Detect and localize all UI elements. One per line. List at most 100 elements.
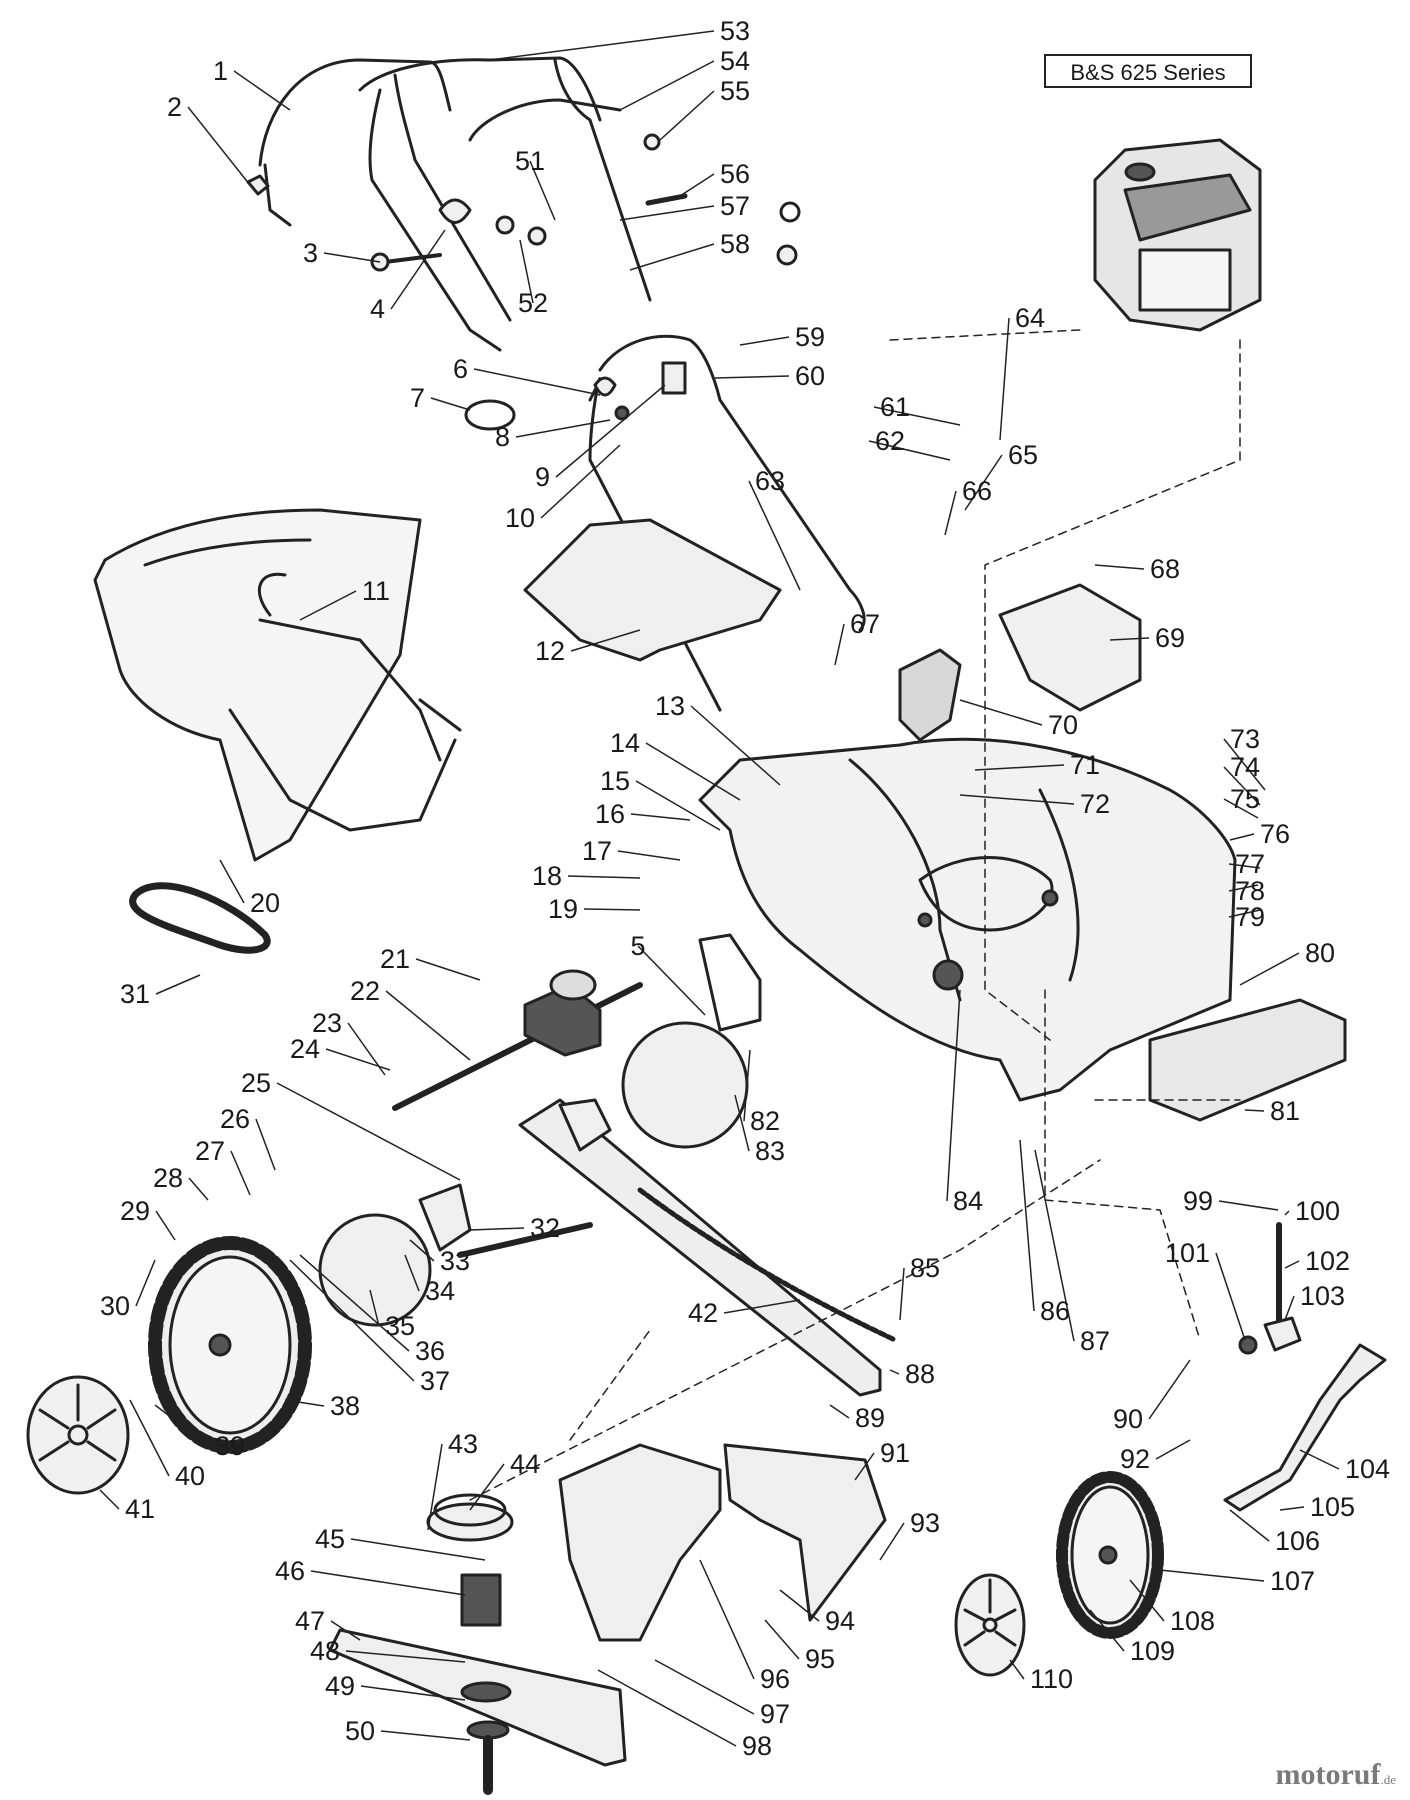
watermark-tld: .de	[1380, 1772, 1396, 1787]
part-number-87: 87	[1080, 1326, 1110, 1356]
part-number-98: 98	[742, 1731, 772, 1761]
part-number-7: 7	[410, 383, 425, 413]
part-number-1: 1	[213, 56, 228, 86]
v-belt	[129, 882, 271, 954]
leader-line-77	[1228, 863, 1261, 869]
leader-line-4	[390, 229, 446, 310]
rear-wheel	[148, 1236, 312, 1454]
leader-line-16	[630, 813, 691, 821]
leader-line-19	[583, 908, 641, 911]
leader-line-63	[748, 480, 801, 591]
leader-line-13	[690, 705, 781, 786]
leader-line-92	[1155, 1439, 1191, 1460]
nut-58	[776, 244, 798, 266]
leader-line-39	[154, 1404, 210, 1447]
gearbox	[392, 969, 643, 1258]
leader-line-55	[659, 90, 715, 141]
leader-line-36	[299, 1254, 410, 1352]
part-number-25: 25	[241, 1068, 271, 1098]
blade-assembly	[328, 1493, 627, 1795]
leader-line-79	[1228, 909, 1261, 918]
watermark-brand: motoruf	[1275, 1758, 1381, 1791]
leader-line-43	[427, 1443, 443, 1531]
washer-55	[643, 133, 661, 151]
engine	[1093, 138, 1262, 332]
part-number-40: 40	[175, 1461, 205, 1491]
part-number-70: 70	[1048, 710, 1078, 740]
leader-line-12	[570, 629, 641, 652]
leader-line-32	[469, 1227, 525, 1231]
leader-line-37	[289, 1259, 415, 1382]
leader-line-11	[299, 590, 357, 621]
part-number-89: 89	[855, 1403, 885, 1433]
leader-line-89	[829, 1404, 850, 1419]
part-number-31: 31	[120, 979, 150, 1009]
leader-line-85	[899, 1267, 905, 1321]
part-number-10: 10	[505, 503, 535, 533]
part-number-65: 65	[1008, 440, 1038, 470]
part-number-104: 104	[1345, 1454, 1390, 1484]
leader-line-68	[1094, 564, 1145, 570]
part-number-39: 39	[215, 1431, 245, 1461]
leader-line-24	[325, 1048, 391, 1071]
leader-line-96	[699, 1559, 755, 1680]
part-number-92: 92	[1120, 1444, 1150, 1474]
part-number-32: 32	[530, 1213, 560, 1243]
leader-line-71	[974, 764, 1065, 771]
part-number-85: 85	[910, 1253, 940, 1283]
part-number-4: 4	[370, 294, 385, 324]
leader-line-70	[959, 699, 1043, 726]
part-number-53: 53	[720, 16, 750, 46]
leader-line-82	[743, 1049, 751, 1122]
leader-line-27	[230, 1150, 251, 1196]
part-number-41: 41	[125, 1494, 155, 1524]
leader-line-66	[944, 490, 957, 536]
part-number-35: 35	[385, 1311, 415, 1341]
part-number-88: 88	[905, 1359, 935, 1389]
leader-line-35	[369, 1289, 380, 1327]
leader-line-65	[964, 454, 1003, 511]
part-number-26: 26	[220, 1104, 250, 1134]
leader-line-26	[255, 1118, 276, 1171]
part-number-21: 21	[380, 944, 410, 974]
leader-line-44	[469, 1463, 505, 1511]
part-number-60: 60	[795, 361, 825, 391]
leader-line-78	[1228, 884, 1259, 892]
leader-line-7	[430, 397, 471, 411]
leader-line-18	[567, 875, 641, 879]
leader-line-42	[723, 1299, 801, 1314]
engine-series-label: B&S 625 Series	[1044, 54, 1252, 88]
leader-line-40	[129, 1399, 170, 1477]
part-number-labels: 1234567891011121314151617181920212223242…	[100, 16, 1390, 1761]
leader-line-67	[834, 623, 845, 666]
bracket-32	[418, 1183, 472, 1252]
middle-handle	[464, 334, 866, 712]
part-number-84: 84	[953, 1186, 983, 1216]
front-hubcap	[954, 1573, 1026, 1677]
leader-line-50	[380, 1730, 471, 1741]
part-number-110: 110	[1030, 1664, 1073, 1694]
assembly-guide-lines	[469, 329, 1241, 1501]
leader-line-109	[1089, 1609, 1125, 1652]
part-number-51: 51	[515, 146, 545, 176]
part-number-83: 83	[755, 1136, 785, 1166]
leader-line-8	[515, 419, 611, 438]
part-number-75: 75	[1230, 784, 1260, 814]
leader-line-97	[654, 1659, 755, 1715]
rear-flap	[523, 518, 782, 662]
cable-clamp	[370, 198, 547, 272]
leader-line-15	[635, 780, 721, 831]
part-number-18: 18	[532, 861, 562, 891]
part-number-72: 72	[1080, 789, 1110, 819]
leader-line-53	[489, 30, 715, 61]
leader-line-52	[519, 239, 534, 304]
leader-line-33	[409, 1239, 435, 1262]
leader-line-45	[350, 1538, 486, 1561]
leader-line-69	[1109, 637, 1150, 641]
leader-line-83	[734, 1094, 750, 1152]
part-number-58: 58	[720, 229, 750, 259]
leader-line-88	[889, 1369, 900, 1375]
leader-line-6	[473, 368, 601, 396]
part-number-3: 3	[303, 238, 318, 268]
part-number-86: 86	[1040, 1296, 1070, 1326]
